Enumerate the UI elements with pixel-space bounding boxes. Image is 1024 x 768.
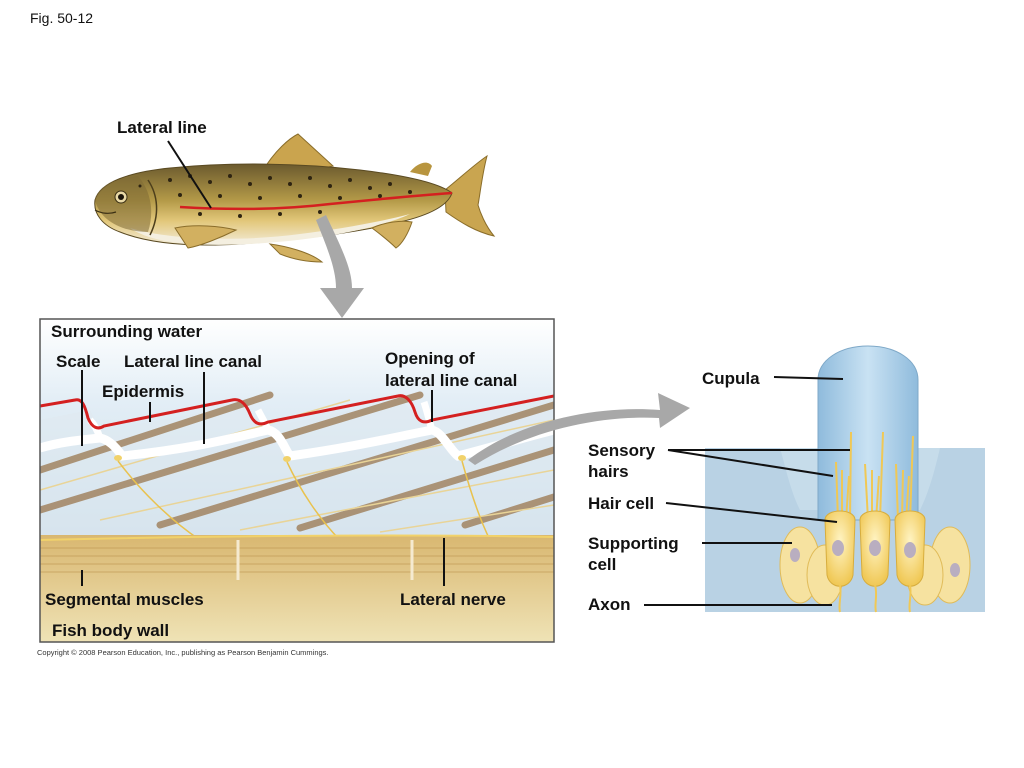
detail-arrow (468, 393, 690, 465)
label-fish-body-wall: Fish body wall (52, 621, 170, 640)
label-sensory-hairs-line2: hairs (588, 462, 629, 481)
label-lateral-line-canal: Lateral line canal (124, 352, 262, 371)
figure-number: Fig. 50-12 (30, 10, 94, 26)
label-surrounding-water: Surrounding water (51, 322, 203, 341)
label-hair-cell: Hair cell (588, 494, 655, 513)
label-sensory-hairs-line1: Sensory (588, 441, 656, 460)
label-segmental-muscles: Segmental muscles (45, 590, 204, 609)
label-epidermis: Epidermis (102, 382, 185, 401)
label-lateral-nerve: Lateral nerve (400, 590, 506, 609)
fish-illustration (94, 133, 496, 263)
cross-section-box (39, 318, 555, 643)
label-opening-line1: Opening of (385, 349, 475, 368)
label-cupula: Cupula (702, 369, 760, 388)
label-opening-line2: lateral line canal (385, 371, 518, 390)
lateral-line-stripe (179, 191, 453, 211)
label-axon: Axon (588, 595, 631, 614)
label-supporting-cell-line1: Supporting (588, 534, 679, 553)
zoom-arrow (316, 215, 364, 318)
label-scale: Scale (56, 352, 101, 371)
copyright-notice: Copyright © 2008 Pearson Education, Inc.… (37, 648, 329, 657)
label-supporting-cell-line2: cell (588, 555, 617, 574)
label-lateral-line: Lateral line (117, 118, 207, 137)
neuromast-illustration (644, 345, 985, 613)
